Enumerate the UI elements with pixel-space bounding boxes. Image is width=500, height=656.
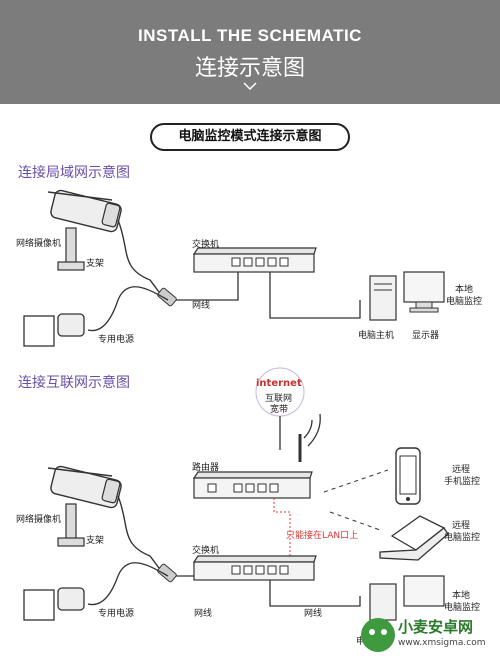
wireless-link-laptop <box>329 511 381 531</box>
wan-router-lan-cable <box>273 498 291 560</box>
wan-cable-label-1: 网线 <box>194 609 213 619</box>
monitor-label: 显示器 <box>412 331 440 341</box>
wan-bracket-label: 支架 <box>86 536 105 546</box>
lan-bracket-label: 支架 <box>86 259 105 269</box>
lan-switch-label: 交换机 <box>192 240 220 250</box>
lan-connector-icon <box>157 287 177 307</box>
lan-local-monitor-label-1: 本地 <box>455 285 474 295</box>
banner-title-cn: 连接示意图 <box>194 56 305 81</box>
wan-power-outlet-icon <box>23 587 85 621</box>
lan-power-label: 专用电源 <box>98 335 135 345</box>
watermark-name: 小麦安卓网 <box>398 618 474 636</box>
lan-camera-icon <box>47 189 122 233</box>
wan-bracket-icon <box>57 503 85 547</box>
lan-cable-switch-pc <box>269 272 361 319</box>
wan-switch-icon <box>192 555 317 581</box>
lan-bracket-icon <box>57 227 85 271</box>
wan-camera-icon <box>47 465 122 509</box>
lan-cable-label: 网线 <box>192 301 211 311</box>
internet-cn-label-2: 宽带 <box>270 405 289 415</box>
monitor-icon <box>403 271 445 313</box>
watermark-logo-icon <box>361 618 395 652</box>
wan-local-monitor-label-2: 电脑监控 <box>444 603 481 613</box>
pc-tower-icon <box>369 275 397 321</box>
internet-cn-label-1: 互联网 <box>265 394 293 404</box>
lan-cable-camera-switch <box>176 272 239 301</box>
wan-cable-switch-pc <box>269 580 361 607</box>
internet-label: internet <box>256 378 302 389</box>
wan-power-cable <box>87 562 169 606</box>
remote-pc-label-2: 电脑监控 <box>444 533 481 543</box>
wireless-link-phone <box>323 469 389 493</box>
wan-cable-label-2: 网线 <box>304 609 323 619</box>
watermark-url: www.xmsigma.com <box>398 638 486 648</box>
lan-port-note: 只能接在LAN口上 <box>286 531 359 541</box>
lan-camera-cable <box>117 219 163 297</box>
lan-power-outlet-icon <box>23 313 85 347</box>
wan-camera-label: 网络摄像机 <box>16 515 62 525</box>
chevron-down-icon <box>243 82 257 90</box>
remote-phone-label-1: 远程 <box>452 465 471 475</box>
remote-pc-label-1: 远程 <box>452 521 471 531</box>
lan-switch-icon <box>192 247 317 273</box>
router-icon <box>192 434 313 499</box>
remote-phone-label-2: 手机监控 <box>444 477 481 487</box>
smartphone-icon <box>395 447 421 505</box>
wan-local-monitor-label-1: 本地 <box>452 591 471 601</box>
header-banner: INSTALL THE SCHEMATIC 连接示意图 <box>0 0 500 104</box>
wan-cut-label: 申 <box>356 637 366 647</box>
wan-camera-cable <box>117 495 163 573</box>
banner-title-en: INSTALL THE SCHEMATIC <box>138 26 362 45</box>
wan-connector-icon <box>157 563 177 583</box>
laptop-icon <box>379 515 449 561</box>
wan-power-label: 专用电源 <box>98 609 135 619</box>
pc-host-label: 电脑主机 <box>358 331 395 341</box>
wifi-signal-icon <box>303 413 321 447</box>
router-label: 路由器 <box>192 463 220 473</box>
lan-heading: 连接局域网示意图 <box>18 165 130 181</box>
lan-local-monitor-label-2: 电脑监控 <box>446 297 483 307</box>
wan-switch-label: 交换机 <box>192 546 220 556</box>
lan-camera-label: 网络摄像机 <box>16 239 62 249</box>
wan-monitor-icon <box>403 575 445 607</box>
lan-power-cable <box>87 286 169 332</box>
mode-title: 电脑监控模式连接示意图 <box>150 123 350 151</box>
wan-heading: 连接互联网示意图 <box>18 375 130 391</box>
